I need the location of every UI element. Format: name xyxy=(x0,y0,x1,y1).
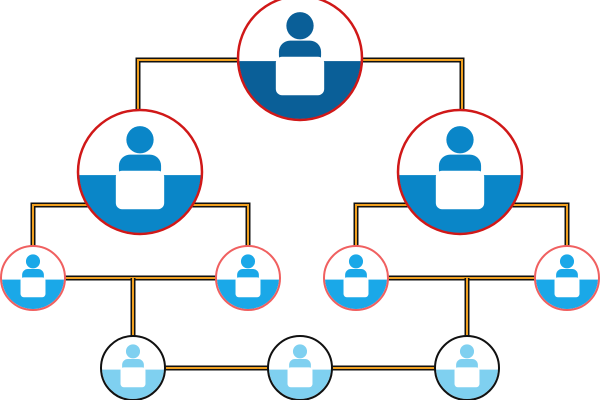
person-head-icon xyxy=(446,126,474,154)
connector-top-to-manager-left xyxy=(135,57,238,110)
person-head-icon xyxy=(292,344,308,359)
person-head-icon xyxy=(459,344,475,359)
podium-icon xyxy=(20,277,46,298)
connector-outline xyxy=(135,57,238,110)
podium-icon xyxy=(120,367,146,388)
person-head-icon xyxy=(126,126,154,154)
connector-top-to-manager-right xyxy=(362,57,465,110)
node-lead-left-b xyxy=(215,245,281,311)
node-lead-left-a xyxy=(0,245,66,311)
node-lead-right-b xyxy=(534,245,600,311)
connector-outline xyxy=(510,202,570,246)
node-ring xyxy=(396,108,524,236)
person-at-podium-icon xyxy=(435,126,485,210)
person-at-podium-icon xyxy=(454,344,480,388)
podium-icon xyxy=(554,277,580,298)
podium-icon xyxy=(275,56,325,96)
node-ring xyxy=(215,245,281,311)
person-head-icon xyxy=(125,344,141,359)
connectors-layer xyxy=(30,57,570,371)
person-head-icon xyxy=(559,254,575,269)
connector-manager-left-to-lead-left-b xyxy=(190,202,251,246)
connector-core xyxy=(362,59,463,110)
node-ring xyxy=(76,108,204,236)
node-lead-right-a xyxy=(323,245,389,311)
podium-icon xyxy=(343,277,369,298)
person-at-podium-icon xyxy=(115,126,165,210)
connector-manager-right-to-lead-right-a xyxy=(353,202,410,246)
connector-outline xyxy=(362,57,465,110)
node-ring xyxy=(267,335,333,400)
connector-outline xyxy=(353,202,410,246)
connector-manager-left-to-lead-left-a xyxy=(30,202,90,246)
person-head-icon xyxy=(348,254,364,269)
person-at-podium-icon xyxy=(120,344,146,388)
node-ring xyxy=(534,245,600,311)
node-manager-right xyxy=(396,108,524,236)
person-head-icon xyxy=(286,12,314,40)
connector-core xyxy=(510,204,568,246)
node-ring xyxy=(323,245,389,311)
person-head-icon xyxy=(240,254,256,269)
podium-icon xyxy=(115,170,165,210)
connector-core xyxy=(137,59,238,110)
person-head-icon xyxy=(25,254,41,269)
person-at-podium-icon xyxy=(235,254,261,298)
node-ring xyxy=(434,335,500,400)
podium-icon xyxy=(454,367,480,388)
node-member-3 xyxy=(434,335,500,400)
connector-manager-right-to-lead-right-b xyxy=(510,202,570,246)
connector-core xyxy=(355,204,410,246)
podium-icon xyxy=(287,367,313,388)
node-top xyxy=(236,0,364,122)
connector-outline xyxy=(30,202,90,246)
node-member-1 xyxy=(100,335,166,400)
person-at-podium-icon xyxy=(343,254,369,298)
node-ring xyxy=(100,335,166,400)
person-at-podium-icon xyxy=(275,12,325,96)
node-manager-left xyxy=(76,108,204,236)
person-at-podium-icon xyxy=(20,254,46,298)
person-at-podium-icon xyxy=(287,344,313,388)
podium-icon xyxy=(235,277,261,298)
podium-icon xyxy=(435,170,485,210)
node-member-2 xyxy=(267,335,333,400)
node-ring xyxy=(236,0,364,122)
person-at-podium-icon xyxy=(554,254,580,298)
connector-core xyxy=(190,204,249,246)
connector-core xyxy=(32,204,90,246)
connector-outline xyxy=(190,202,251,246)
node-ring xyxy=(0,245,66,311)
